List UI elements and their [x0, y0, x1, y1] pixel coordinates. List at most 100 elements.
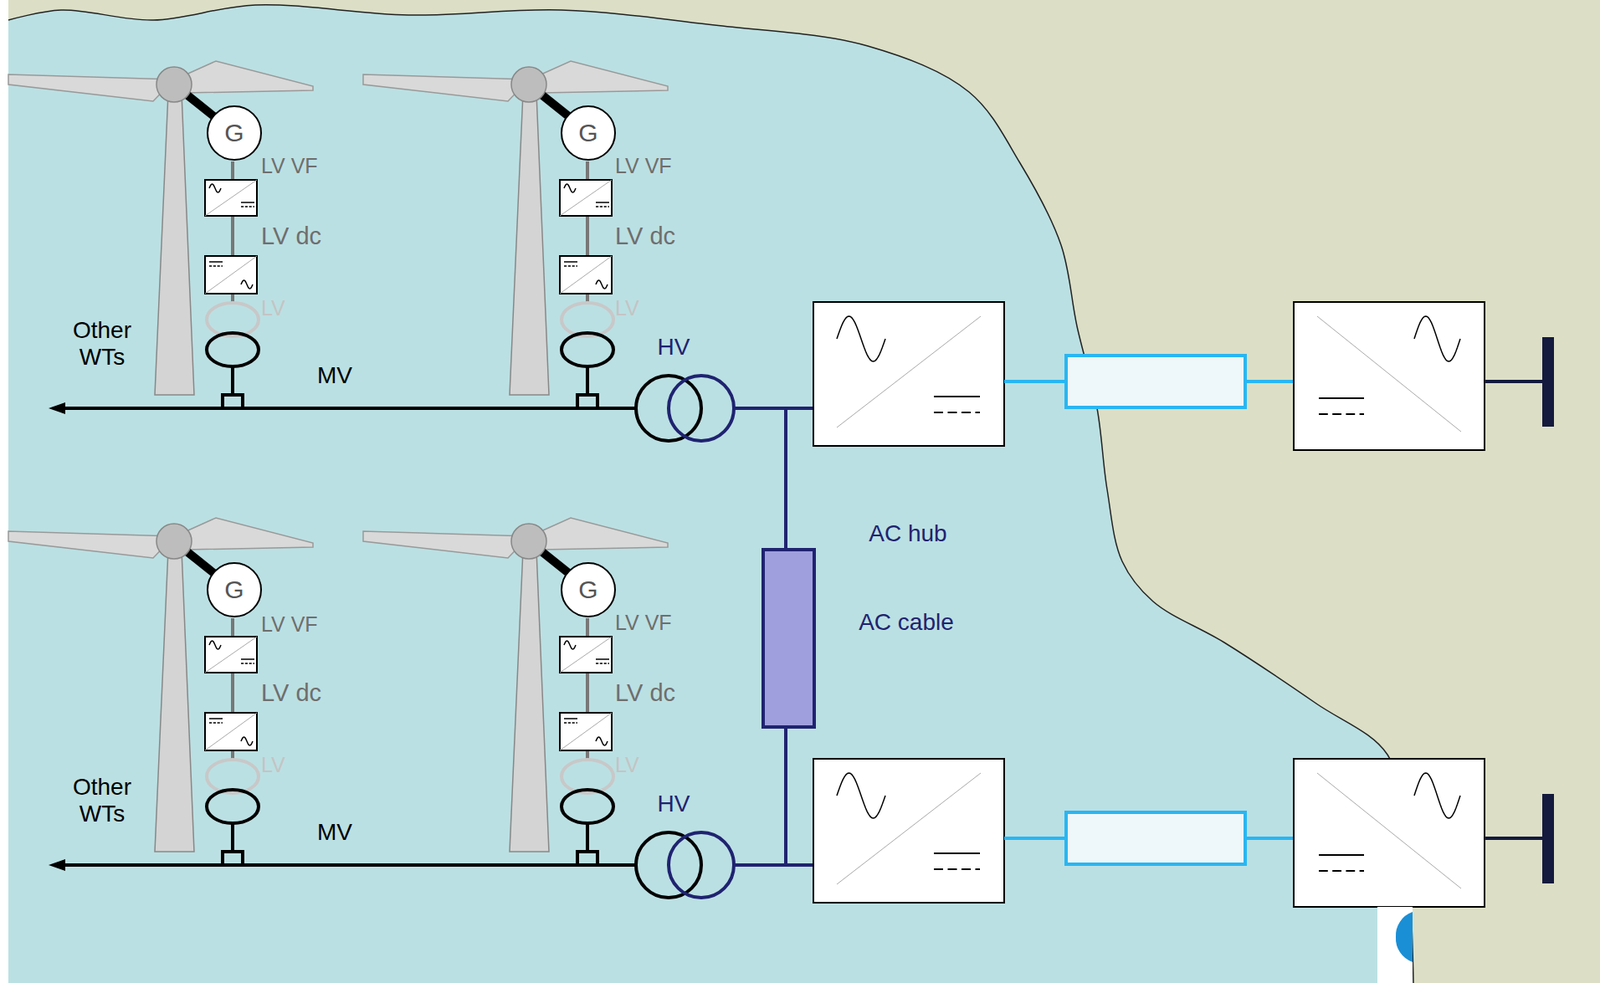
dc-symbol-solid	[209, 717, 223, 720]
ac-symbol	[836, 316, 886, 362]
generator-circle-shape	[207, 106, 262, 160]
voltage-label: LV dc	[261, 222, 322, 251]
lv-wire	[585, 672, 590, 713]
ac-symbol	[836, 773, 886, 819]
lv-wire	[585, 215, 590, 257]
mv-tap-bridge	[577, 394, 598, 409]
voltage-label: LV dc	[615, 222, 676, 251]
transformer-winding-mv	[561, 333, 614, 367]
ac-symbol	[1414, 316, 1461, 362]
converter-box	[559, 256, 612, 294]
dc-symbol-solid	[933, 395, 980, 398]
generator-circle: G	[559, 104, 617, 162]
dc-symbol-dashed	[595, 205, 610, 208]
lv-wire	[585, 618, 590, 637]
hv-busbar	[733, 406, 814, 411]
voltage-label: LV	[615, 753, 640, 778]
voltage-label: LV VF	[615, 610, 672, 636]
dc-symbol-dashed	[241, 205, 255, 208]
feeder-note: Other WTs	[72, 317, 132, 371]
converter-box	[205, 712, 257, 751]
tower	[509, 92, 549, 395]
generator-label: G	[578, 577, 598, 603]
blade	[537, 517, 668, 550]
converter-diagonal	[205, 712, 257, 751]
coastline	[8, 5, 1414, 983]
dc-symbol-dashed	[933, 411, 980, 414]
ac-symbol	[564, 641, 576, 650]
voltage-label: LV dc	[615, 679, 676, 708]
ac-symbol	[209, 184, 221, 193]
blade	[363, 74, 529, 102]
generator-circle: G	[205, 561, 263, 619]
rotor-hub	[156, 523, 192, 559]
rotor-hub	[511, 523, 547, 559]
mv-feeder	[61, 863, 636, 867]
dc-symbol-solid	[1318, 854, 1365, 857]
mv-tap-bridge	[577, 851, 598, 866]
rotor-hub	[511, 66, 547, 103]
dc-symbol-dashed	[209, 722, 223, 724]
generator-circle-shape	[561, 563, 616, 617]
rotor-hub	[156, 66, 192, 103]
dc-symbol-solid	[241, 201, 255, 204]
blade	[182, 61, 313, 93]
onshore-converter	[1293, 758, 1485, 908]
mv-tap	[585, 366, 590, 395]
dc-symbol-dashed	[564, 265, 578, 267]
generator-label: G	[224, 577, 244, 603]
blade	[363, 531, 529, 559]
voltage-label: LV VF	[261, 612, 318, 637]
converter-box	[205, 636, 257, 673]
generator-label: G	[578, 120, 598, 146]
generator-circle: G	[559, 561, 617, 619]
dc-symbol-dashed	[209, 265, 223, 267]
voltage-label: LV	[261, 296, 286, 321]
converter-box	[205, 179, 257, 216]
mv-tap	[230, 823, 235, 852]
tower	[509, 549, 549, 852]
hvdc-cable	[1066, 355, 1246, 408]
converter-box	[205, 256, 257, 294]
offshore-converter	[813, 302, 1005, 447]
transformer-winding-mv	[561, 789, 614, 824]
hub-label: HV	[657, 790, 691, 818]
ac-symbol	[241, 737, 253, 746]
transformer-winding-mv	[206, 333, 259, 367]
hv-transformer-hv	[668, 375, 734, 442]
mv-tap-bridge	[222, 851, 243, 866]
grid-busbar	[1542, 794, 1554, 884]
dc-symbol-solid	[595, 201, 610, 204]
generator-circle: G	[205, 104, 263, 162]
margin-strip	[0, 0, 9, 983]
dc-symbol-dashed	[933, 868, 980, 871]
mv-feeder	[61, 406, 636, 411]
ac-symbol	[209, 641, 221, 650]
ac-symbol	[595, 280, 608, 289]
mv-tap	[585, 823, 590, 852]
lv-wire	[230, 618, 235, 637]
dc-symbol-dashed	[241, 662, 255, 665]
converter-box	[559, 636, 612, 673]
ac-symbol	[595, 737, 608, 746]
converter-diagonal	[559, 712, 612, 751]
converter-diagonal	[205, 636, 257, 673]
transformer-winding-mv	[206, 789, 259, 824]
converter-diagonal	[836, 316, 981, 428]
lv-wire	[230, 215, 235, 257]
generator-circle-shape	[561, 106, 616, 160]
dc-symbol-dashed	[595, 662, 610, 665]
converter-diagonal	[559, 256, 612, 294]
converter-diagonal	[205, 256, 257, 294]
corner-logo	[1395, 912, 1413, 963]
dc-symbol-dashed	[1318, 413, 1365, 416]
sea	[8, 5, 1414, 983]
converter-diagonal	[559, 636, 612, 673]
mv-tap-bridge	[222, 394, 243, 409]
lv-wire	[585, 161, 590, 180]
voltage-label: MV	[317, 819, 353, 847]
hv-transformer-hv	[668, 832, 734, 898]
blade	[537, 61, 668, 93]
lv-wire	[230, 672, 235, 713]
ac-symbol	[241, 280, 253, 289]
